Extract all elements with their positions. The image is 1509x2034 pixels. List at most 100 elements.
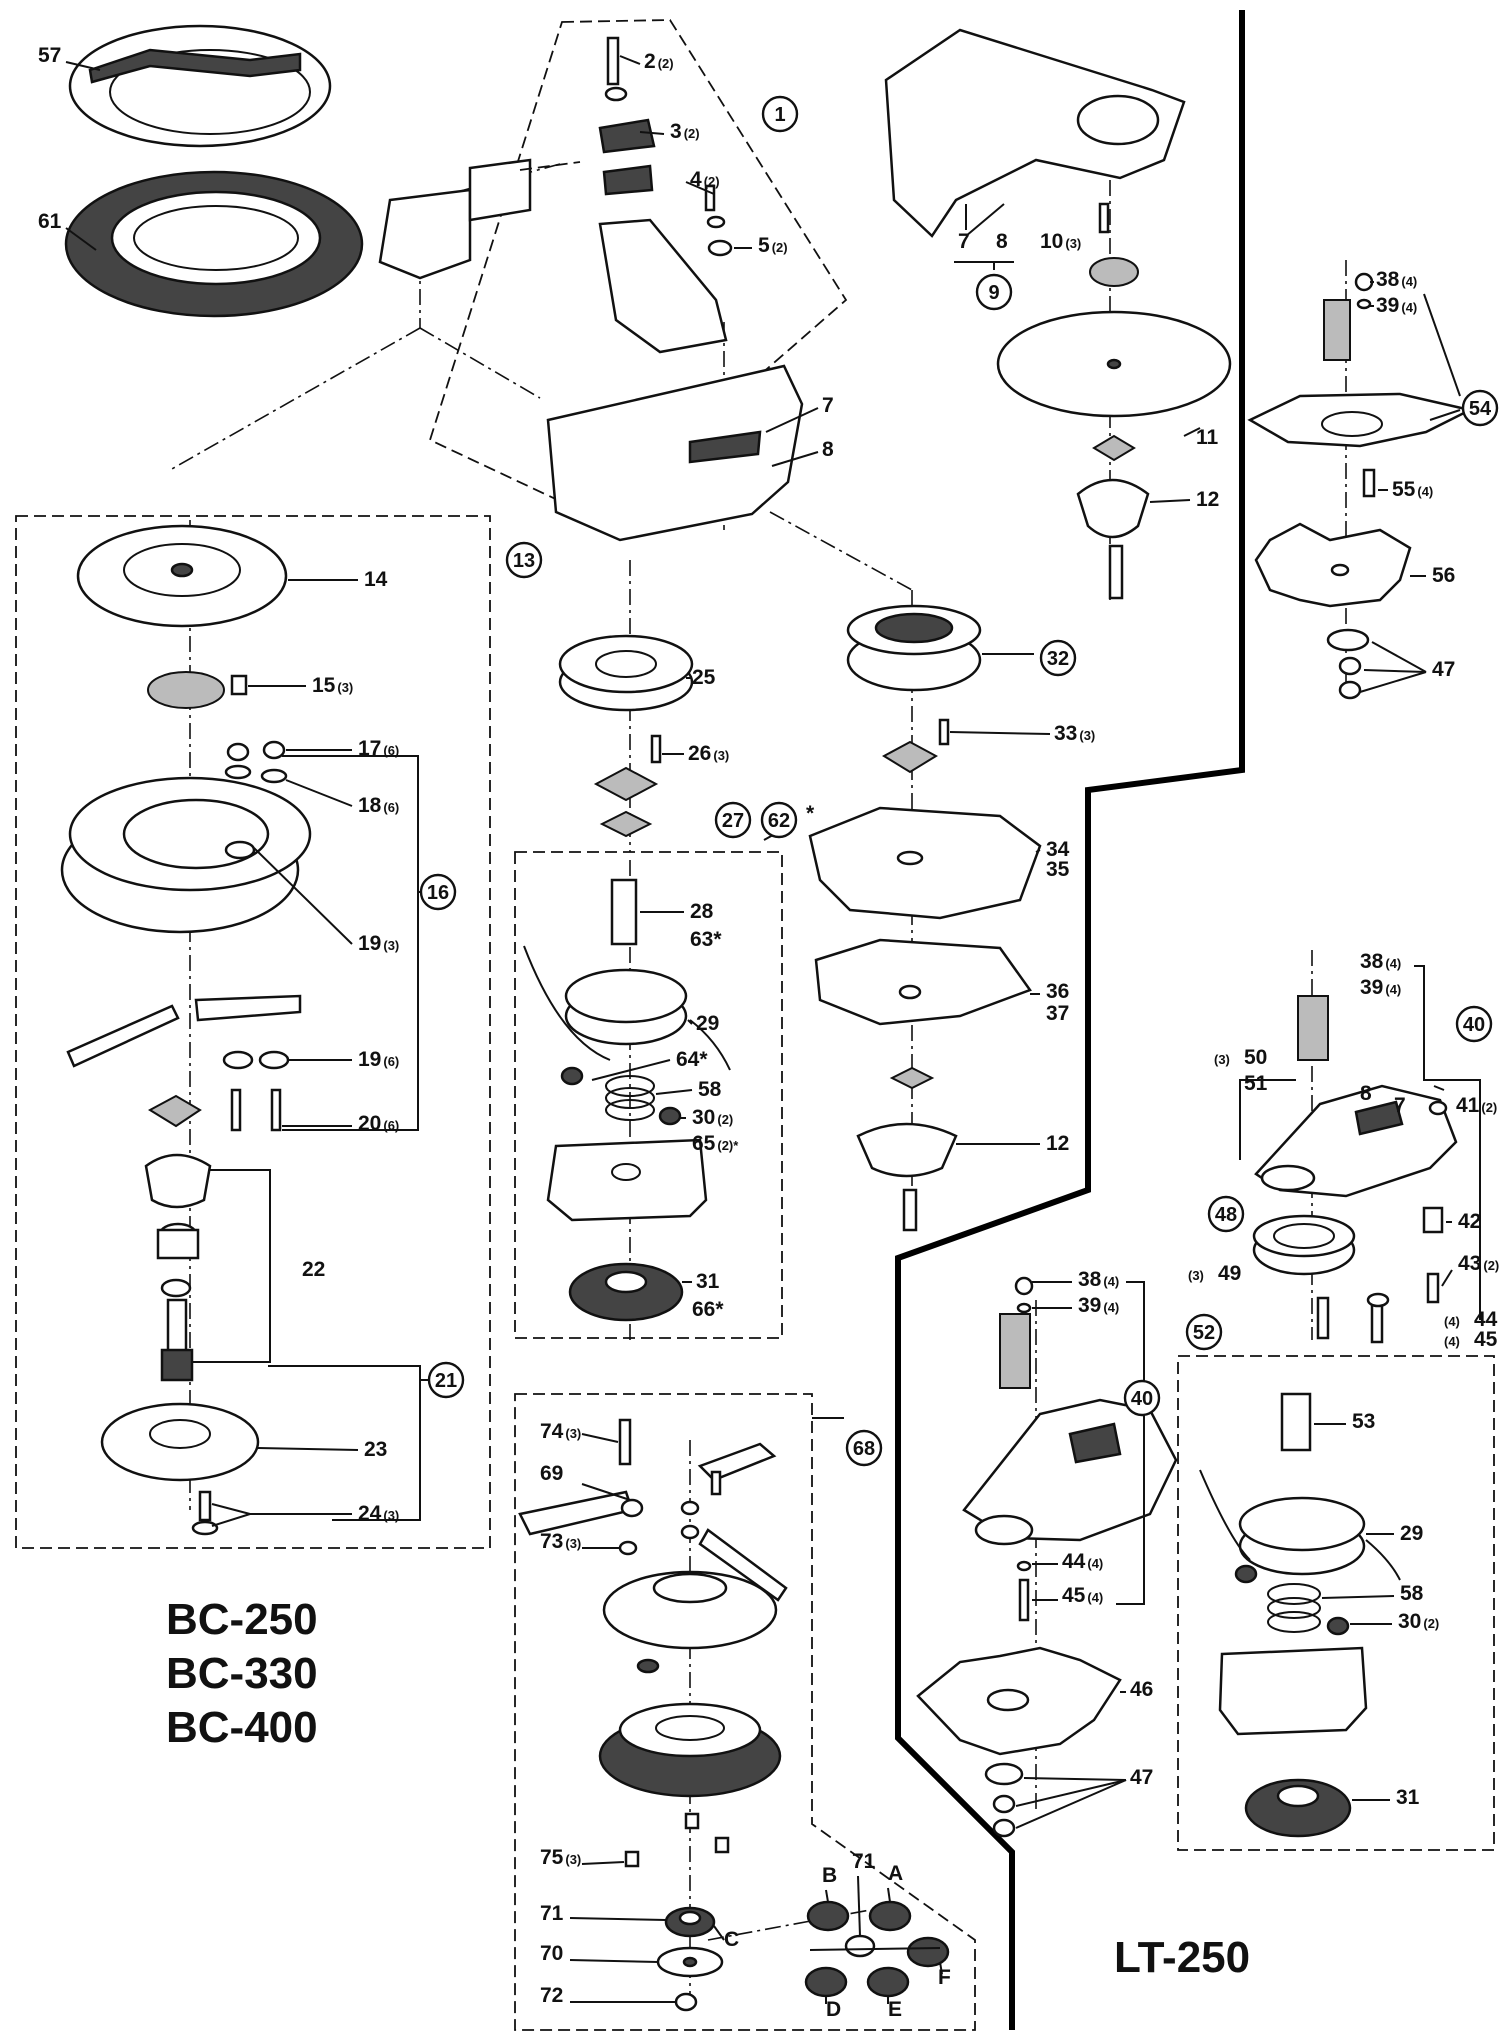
part-number: 38 bbox=[1360, 950, 1384, 973]
assembly-circle-c48: 48 bbox=[1207, 1195, 1245, 1233]
part-label-pC: C bbox=[724, 1928, 739, 1951]
circle-outline bbox=[761, 95, 799, 133]
assembly-number: 1 bbox=[774, 104, 785, 126]
part-number: 39 bbox=[1360, 976, 1383, 999]
part-number: 49 bbox=[1218, 1262, 1241, 1285]
part-number: 47 bbox=[1130, 1766, 1153, 1789]
part-quantity-p49: (3) bbox=[1188, 1268, 1204, 1283]
circle-outline bbox=[1123, 1379, 1161, 1417]
part-quantity: (3) bbox=[383, 938, 399, 953]
part-quantity-p45a: (4) bbox=[1444, 1334, 1460, 1349]
part-label-p55: 55(4) bbox=[1392, 478, 1433, 501]
part-label-p69: 69 bbox=[540, 1462, 563, 1485]
circle-outline bbox=[714, 801, 752, 839]
part-number: 39 bbox=[1078, 1294, 1101, 1317]
part-number: 43 bbox=[1458, 1252, 1481, 1275]
part-number: 8 bbox=[1360, 1082, 1372, 1105]
part-label-p11: 11 bbox=[1196, 426, 1219, 449]
part-number: 42 bbox=[1458, 1210, 1481, 1233]
part-number: D bbox=[826, 1998, 841, 2021]
part-number: 34 bbox=[1046, 838, 1070, 861]
part-label-p49: 49 bbox=[1218, 1262, 1241, 1285]
part-label-p64: 64* bbox=[676, 1048, 708, 1071]
part-number: 3 bbox=[670, 120, 682, 143]
part-number: 53 bbox=[1352, 1410, 1375, 1433]
part-quantity-p50: (3) bbox=[1214, 1052, 1230, 1067]
assembly-number: 40 bbox=[1463, 1014, 1485, 1036]
part-number: 45 bbox=[1062, 1584, 1086, 1607]
part-label-pF: F bbox=[938, 1966, 951, 1989]
part-label-p24: 24(3) bbox=[358, 1502, 399, 1525]
part-number: 20 bbox=[358, 1112, 381, 1135]
part-number: 58 bbox=[1400, 1582, 1424, 1605]
part-label-p29b: 29 bbox=[1400, 1522, 1423, 1545]
part-quantity: (4) bbox=[1385, 982, 1401, 997]
part-number: 19 bbox=[358, 1048, 381, 1071]
model-divider-line bbox=[895, 10, 1245, 2030]
part-label-p41: 41(2) bbox=[1456, 1094, 1497, 1117]
part-label-p18: 18(6) bbox=[358, 794, 399, 817]
part-label-p75: 75(3) bbox=[540, 1846, 581, 1869]
part-number: F bbox=[938, 1966, 951, 1989]
part-number: 28 bbox=[690, 900, 714, 923]
part-quantity: (3) bbox=[565, 1536, 581, 1551]
part-drawings bbox=[60, 24, 1474, 2012]
part-number: 30 bbox=[1398, 1610, 1421, 1633]
part-number: 47 bbox=[1432, 658, 1455, 681]
part-label-p19a: 19(3) bbox=[358, 932, 399, 955]
part-label-p39a: 39(4) bbox=[1376, 294, 1417, 317]
assembly-number: 13 bbox=[513, 550, 535, 572]
part-quantity: (3) bbox=[1079, 728, 1095, 743]
assembly-number: 9 bbox=[988, 282, 999, 304]
part-label-p29a: 29 bbox=[696, 1012, 719, 1035]
model-name-bc-330: BC-330 bbox=[166, 1649, 318, 1698]
part-number: 44 bbox=[1474, 1308, 1498, 1331]
part-label-p57: 57 bbox=[38, 44, 61, 67]
part-number: 7 bbox=[958, 230, 970, 253]
part-number: 17 bbox=[358, 737, 381, 760]
part-label-p47b: 47 bbox=[1130, 1766, 1153, 1789]
part-number: 70 bbox=[540, 1942, 563, 1965]
part-number: 23 bbox=[364, 1438, 387, 1461]
part-number: 25 bbox=[692, 666, 716, 689]
model-name-bc-400: BC-400 bbox=[166, 1703, 318, 1752]
part-label-p19b: 19(6) bbox=[358, 1048, 399, 1071]
part-label-p12a: 12 bbox=[1196, 488, 1219, 511]
part-number: 50 bbox=[1244, 1046, 1267, 1069]
part-label-p42: 42 bbox=[1458, 1210, 1481, 1233]
part-label-p31a: 31 bbox=[696, 1270, 720, 1293]
part-label-p20: 20(6) bbox=[358, 1112, 399, 1135]
part-quantity: (3) bbox=[383, 1508, 399, 1523]
part-label-p22: 22 bbox=[302, 1258, 325, 1281]
part-number: 18 bbox=[358, 794, 382, 817]
part-label-p46: 46 bbox=[1130, 1678, 1153, 1701]
part-number: 46 bbox=[1130, 1678, 1153, 1701]
part-number: 57 bbox=[38, 44, 61, 67]
part-quantity: (4) bbox=[1401, 274, 1417, 289]
part-label-p58a: 58 bbox=[698, 1078, 722, 1101]
part-label-p23: 23 bbox=[364, 1438, 387, 1461]
circle-outline bbox=[1185, 1313, 1223, 1351]
part-number: 15 bbox=[312, 674, 336, 697]
part-number: 8 bbox=[996, 230, 1008, 253]
part-label-p3: 3(2) bbox=[670, 120, 700, 143]
part-label-p8b: 8 bbox=[996, 230, 1008, 253]
part-label-p45a: 45 bbox=[1474, 1328, 1498, 1351]
part-label-pE: E bbox=[888, 1998, 902, 2021]
assembly-number: 16 bbox=[427, 882, 449, 904]
part-number: 19 bbox=[358, 932, 381, 955]
part-label-p15: 15(3) bbox=[312, 674, 353, 697]
part-label-p38b: 38(4) bbox=[1360, 950, 1401, 973]
assembly-circle-c54: 54 bbox=[1461, 389, 1499, 427]
assembly-circle-c27: 27 bbox=[714, 801, 752, 839]
assembly-circle-c52: 52 bbox=[1185, 1313, 1223, 1351]
part-number: 64* bbox=[676, 1048, 708, 1071]
part-label-p33: 33(3) bbox=[1054, 722, 1095, 745]
part-label-p73: 73(3) bbox=[540, 1530, 581, 1553]
part-number: 37 bbox=[1046, 1002, 1069, 1025]
part-number: 73 bbox=[540, 1530, 563, 1553]
circle-outline bbox=[845, 1429, 883, 1467]
part-number: 8 bbox=[822, 438, 834, 461]
part-label-p71a: 71 bbox=[540, 1902, 564, 1925]
part-number: 29 bbox=[1400, 1522, 1423, 1545]
